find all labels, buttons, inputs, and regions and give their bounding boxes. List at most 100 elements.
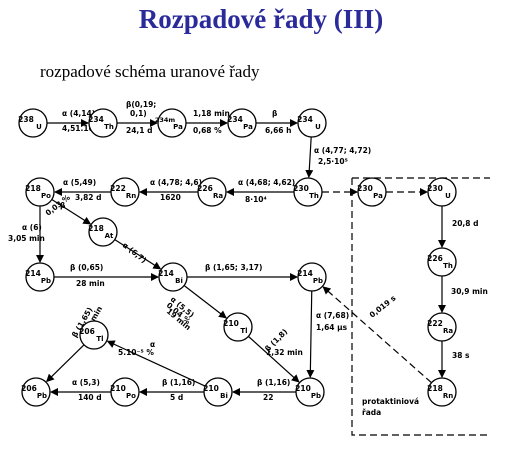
decay-label: α (4,77; 4,72) xyxy=(314,146,371,155)
nuclide-mass: 222 xyxy=(110,184,126,193)
decay-label: 38 s xyxy=(452,351,470,360)
nuclide-mass: 230 xyxy=(293,184,309,193)
nuclide-circle xyxy=(197,177,227,207)
decay-arrow xyxy=(306,290,315,379)
decay-edges xyxy=(36,119,446,396)
decay-label: α (5,49) xyxy=(63,178,96,187)
nuclide-circle xyxy=(357,177,387,207)
nuclide-symbol: U xyxy=(315,123,321,131)
nuclide-symbol: Pa xyxy=(173,123,183,131)
decay-label: 0,019 s xyxy=(368,293,398,319)
nuclide-symbol: Pb xyxy=(311,392,321,400)
decay-label: 2,5·10⁵ xyxy=(318,157,348,166)
decay-arrow xyxy=(183,285,227,319)
nuclide-symbol: Th xyxy=(443,262,453,270)
nuclide-circle xyxy=(203,377,233,407)
decay-arrow xyxy=(51,198,92,225)
decay-label: α (4,78; 4,6) xyxy=(150,178,202,187)
decay-label: 3,82 d xyxy=(75,193,101,202)
nuclide-mass: 230 xyxy=(427,184,443,193)
nuclide-mass: 218 xyxy=(25,184,41,193)
nuclide-mass: 238 xyxy=(18,115,34,124)
nuclide-symbol: Pa xyxy=(373,192,383,200)
nuclide-mass: 234 xyxy=(227,115,243,124)
decay-label: 22 xyxy=(263,393,273,402)
region-label: řada xyxy=(362,408,381,417)
nuclide-circle xyxy=(297,262,327,292)
decay-label: α (5,3) xyxy=(72,378,100,387)
nuclide-mass: 230 xyxy=(357,184,373,193)
nuclide-symbol: Tl xyxy=(240,327,247,335)
decay-label: 0,1) xyxy=(130,109,147,118)
nuclide-symbol: Tl xyxy=(96,335,103,343)
dashed-decay-arrow xyxy=(322,286,432,384)
nuclide-symbol: At xyxy=(105,232,114,240)
decay-label: 1,64 µs xyxy=(316,323,348,332)
nuclide-circle xyxy=(223,312,253,342)
nuclide-mass: 222 xyxy=(427,319,443,328)
nuclide-mass: 226 xyxy=(197,184,213,193)
nuclide-symbol: Po xyxy=(41,192,51,200)
decay-arrow xyxy=(45,344,85,383)
decay-label: 30,9 min xyxy=(451,287,488,296)
nuclide-symbol: Pa xyxy=(243,123,253,131)
nuclide-circle xyxy=(427,247,457,277)
nuclide-circle xyxy=(158,262,188,292)
nuclide-mass: 234m xyxy=(155,116,176,124)
nuclide-circle xyxy=(25,262,55,292)
decay-label: 6,66 h xyxy=(265,126,291,135)
nuclide-symbol: Pb xyxy=(41,277,51,285)
nuclide-circle xyxy=(295,377,325,407)
decay-arrow xyxy=(106,340,206,387)
nuclide-symbol: Pb xyxy=(37,392,47,400)
decay-label: 5.10⁻⁵ % xyxy=(118,348,154,357)
protactinium-region: protaktiniová řada xyxy=(351,177,490,436)
decay-label: 5 d xyxy=(170,393,183,402)
decay-label: 140 d xyxy=(78,393,102,402)
nuclide-circle xyxy=(110,377,140,407)
nuclide-circle xyxy=(88,108,118,138)
decay-label: β xyxy=(272,109,278,118)
nuclide-circle xyxy=(157,108,187,138)
nuclide-mass: 218 xyxy=(427,384,443,393)
nuclide-circle xyxy=(18,108,48,138)
decay-label: β (1,65; 3,17) xyxy=(205,263,262,272)
nuclide-mass: 226 xyxy=(427,254,443,263)
nuclide-mass: 234 xyxy=(297,115,313,124)
decay-label: α (7,68) xyxy=(316,311,349,320)
decay-label: α xyxy=(150,340,155,349)
nuclide-symbol: Ra xyxy=(443,327,453,335)
nuclide-circle xyxy=(427,377,457,407)
decay-label: β(0,19; xyxy=(126,100,156,109)
decay-label: β (1,16) xyxy=(257,378,290,387)
nuclide-symbol: Ra xyxy=(213,192,223,200)
decay-label: β xyxy=(60,201,66,210)
nuclide-nodes: 238U234Th234mPa234Pa234U218Po222Rn226Ra2… xyxy=(18,108,457,407)
decay-label: 8·10⁴ xyxy=(245,195,267,204)
decay-label: 28 min xyxy=(76,279,105,288)
page-title: Rozpadové řady (III) xyxy=(138,4,384,34)
nuclide-symbol: Bi xyxy=(175,277,183,285)
decay-label: 0,68 % xyxy=(193,126,222,135)
nuclide-circle xyxy=(227,108,257,138)
nuclide-mass: 214 xyxy=(297,269,313,278)
decay-label: α (6) xyxy=(22,223,42,232)
nuclide-circle xyxy=(79,320,109,350)
region-label: protaktiniová xyxy=(362,397,419,406)
decay-label: β (1,16) xyxy=(162,378,195,387)
decay-label: 4,51.10⁹ xyxy=(62,124,97,133)
decay-label: 24,1 d xyxy=(126,126,152,135)
